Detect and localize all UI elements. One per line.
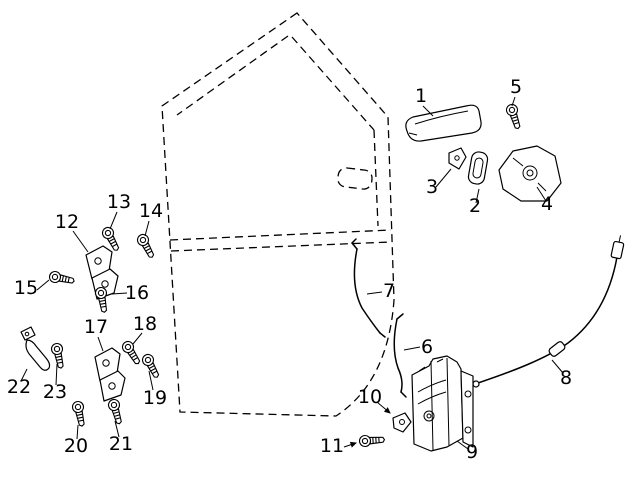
- part-bolt-5: [504, 102, 524, 131]
- part-lock-rod-upper: [350, 238, 386, 338]
- callout-2: 2: [469, 195, 481, 217]
- part-bolt-20: [70, 399, 88, 428]
- callout-9: 9: [466, 441, 478, 463]
- callout-6: 6: [421, 336, 433, 358]
- part-latch-bracket: [392, 412, 412, 433]
- part-release-cable: [472, 235, 625, 388]
- callout-10: 10: [358, 386, 382, 408]
- part-bolt-18: [119, 338, 144, 368]
- callouts: 1 2 3 4 5 6 7 8 9 10 11 12 13 14 15 16 1…: [7, 76, 572, 463]
- part-door-hinge-lower: [94, 347, 126, 402]
- callout-8: 8: [560, 367, 572, 389]
- callout-17: 17: [84, 316, 108, 338]
- part-door-check: [20, 326, 51, 371]
- callout-11: 11: [320, 435, 344, 457]
- part-handle-gasket: [467, 151, 489, 185]
- callout-15: 15: [14, 277, 38, 299]
- part-door-latch: [411, 355, 474, 452]
- part-bolt-21: [106, 397, 126, 426]
- door-outline: [161, 12, 395, 417]
- callout-22: 22: [7, 376, 31, 398]
- part-bolt-15: [47, 269, 76, 287]
- callout-5: 5: [510, 76, 522, 98]
- callout-16: 16: [125, 282, 149, 304]
- door-handle-recess: [337, 167, 373, 190]
- part-exterior-door-handle: [405, 104, 482, 142]
- callout-7: 7: [383, 280, 395, 302]
- part-bolt-14: [135, 232, 158, 261]
- callout-14: 14: [139, 200, 163, 222]
- callout-21: 21: [109, 433, 133, 455]
- part-handle-end-cap: [448, 147, 467, 170]
- callout-18: 18: [133, 313, 157, 335]
- leader-lines: [20, 96, 564, 450]
- part-screw-11: [358, 433, 386, 448]
- callout-12: 12: [55, 211, 79, 233]
- part-lock-rod-lower: [393, 313, 407, 398]
- callout-1: 1: [415, 85, 427, 107]
- callout-13: 13: [107, 191, 131, 213]
- part-bolt-23: [49, 341, 67, 370]
- callout-19: 19: [143, 387, 167, 409]
- callout-4: 4: [541, 193, 553, 215]
- callout-20: 20: [64, 435, 88, 457]
- part-handle-reinforcement: [498, 145, 562, 202]
- part-bolt-19: [140, 352, 163, 381]
- callout-3: 3: [426, 176, 438, 198]
- callout-23: 23: [43, 381, 67, 403]
